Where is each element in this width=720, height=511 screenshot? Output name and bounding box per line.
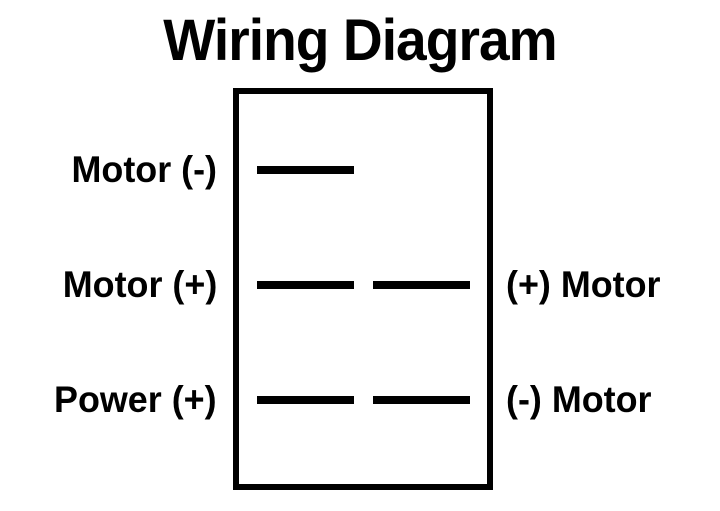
switch-body-outline [233,88,493,490]
label-row3-right: (-) Motor [506,379,652,420]
terminal-bar-row3-left [257,396,354,404]
label-row2-left: Motor (+) [62,264,217,305]
terminal-bar-row2-right [373,281,470,289]
terminal-bar-row3-right [373,396,470,404]
label-row2-right: (+) Motor [506,264,661,305]
terminal-bar-row2-left [257,281,354,289]
page-title: Wiring Diagram [163,8,557,73]
label-row1-left: Motor (-) [71,149,218,190]
label-row3-left: Power (+) [54,379,217,420]
terminal-bar-row1-left [257,166,354,174]
